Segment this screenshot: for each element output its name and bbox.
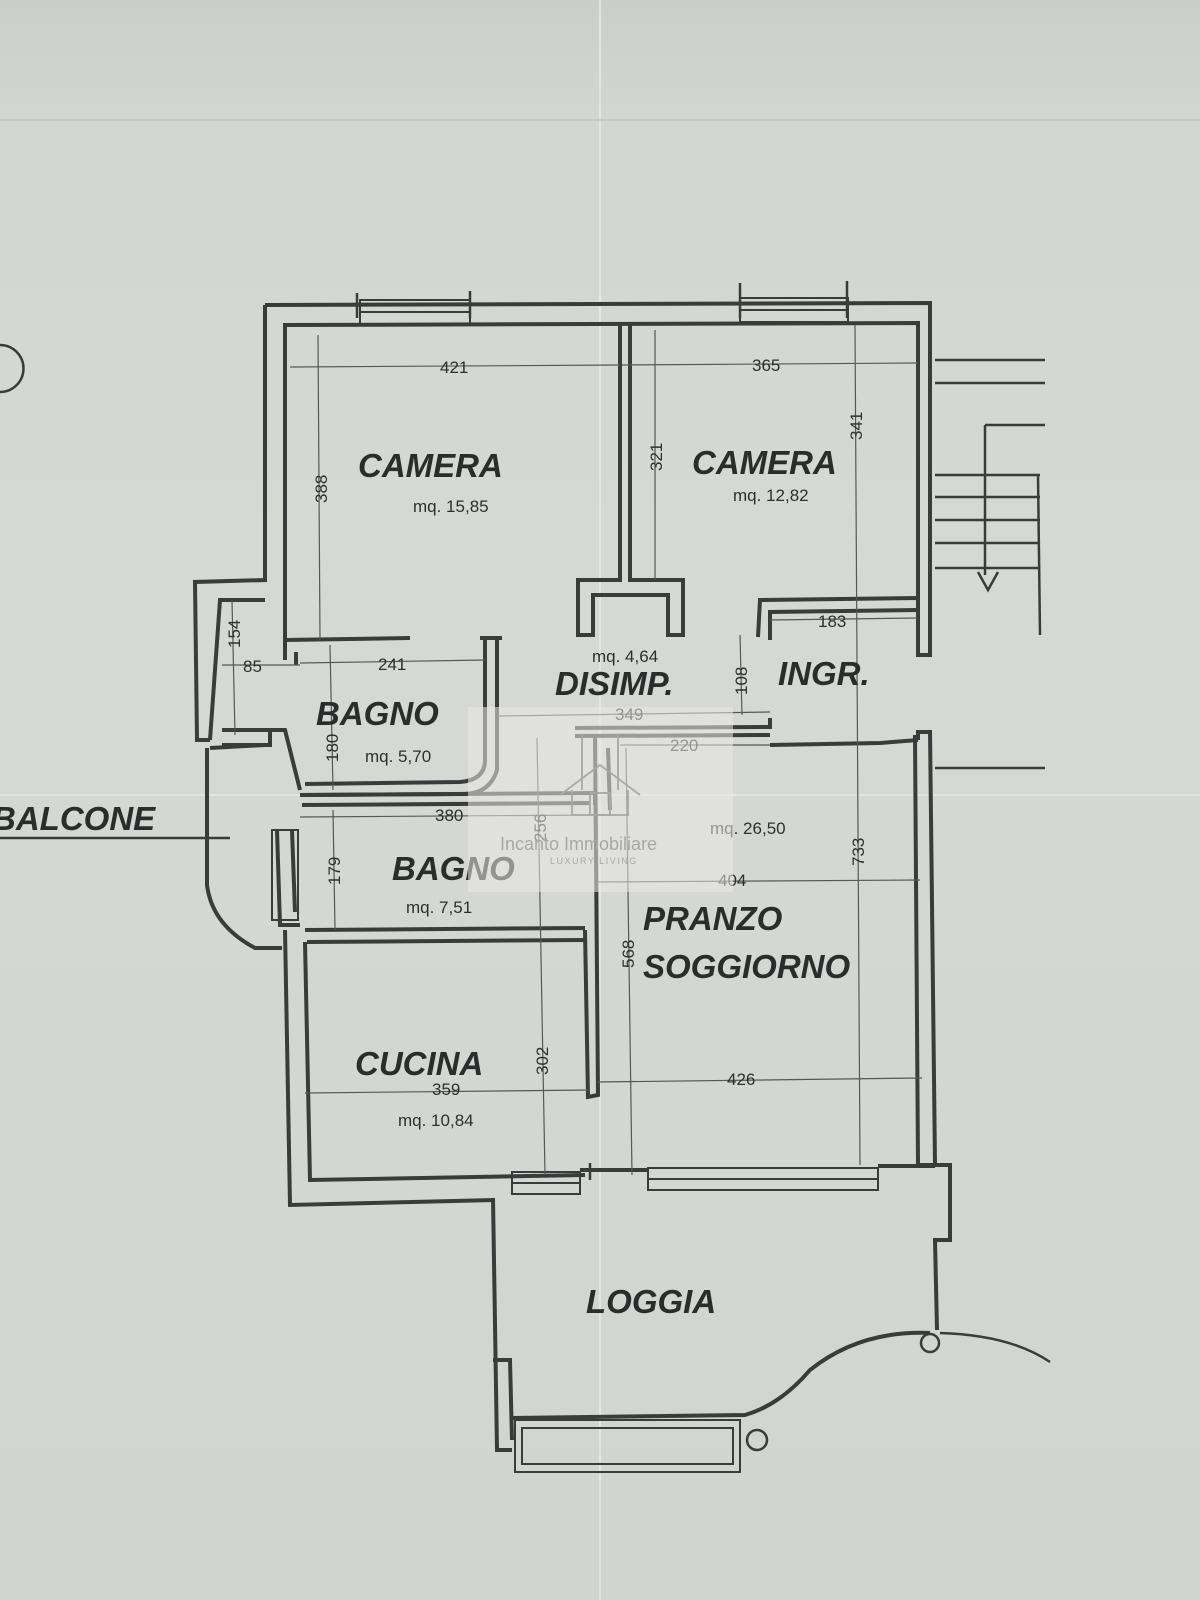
watermark-brand: Incanto Immobiliare bbox=[500, 834, 657, 854]
dim-camera2-width: 365 bbox=[752, 356, 780, 375]
house-logo-icon bbox=[559, 735, 641, 816]
staircase bbox=[935, 358, 1045, 770]
room-soggiorno-name-line2: SOGGIORNO bbox=[643, 948, 851, 985]
room-ingr-name: INGR. bbox=[778, 655, 870, 692]
dim-bagno-small-height: 154 bbox=[225, 620, 244, 648]
room-soggiorno-name-line1: PRANZO bbox=[643, 900, 783, 937]
watermark: Incanto Immobiliare LUXURY LIVING bbox=[468, 707, 733, 892]
watermark-panel bbox=[468, 707, 733, 892]
bottom-windows bbox=[511, 1163, 935, 1195]
room-disimp-name: DISIMP. bbox=[555, 665, 674, 702]
room-balcone-name: BALCONE bbox=[0, 800, 156, 837]
loggia-outline bbox=[491, 1197, 1051, 1473]
watermark-tagline: LUXURY LIVING bbox=[550, 856, 638, 866]
dim-camera1-height: 388 bbox=[312, 475, 331, 503]
room-camera-2-name: CAMERA bbox=[692, 444, 837, 481]
dim-camera2-inner-height: 321 bbox=[647, 443, 666, 471]
room-bagno-1-name: BAGNO bbox=[316, 695, 439, 732]
outer-walls bbox=[192, 300, 952, 1354]
dim-soggiorno-inner-height: 568 bbox=[619, 940, 638, 968]
dim-cucina-width: 359 bbox=[432, 1080, 460, 1099]
dim-bagno2-height: 179 bbox=[325, 857, 344, 885]
room-bagno-1-area: mq. 5,70 bbox=[365, 747, 431, 766]
room-bagno-2-area: mq. 7,51 bbox=[406, 898, 472, 917]
room-camera-1-name: CAMERA bbox=[358, 447, 503, 484]
dim-soggiorno-lower-width: 426 bbox=[727, 1070, 755, 1089]
room-labels: CAMERA mq. 15,85 CAMERA mq. 12,82 mq. 4,… bbox=[0, 444, 870, 1320]
dim-bagno1-width: 241 bbox=[378, 655, 406, 674]
dim-bagno2-width: 380 bbox=[435, 806, 463, 825]
dim-cucina-height: 302 bbox=[533, 1047, 552, 1075]
room-camera-1-area: mq. 15,85 bbox=[413, 497, 489, 516]
balcone-outline bbox=[0, 743, 282, 950]
dim-bagno-small-width: 85 bbox=[243, 657, 262, 676]
dim-camera2-height: 341 bbox=[847, 412, 866, 440]
room-cucina-area: mq. 10,84 bbox=[398, 1111, 474, 1130]
room-camera-2-area: mq. 12,82 bbox=[733, 486, 809, 505]
dim-ingr-width: 183 bbox=[818, 612, 846, 631]
top-windows bbox=[355, 281, 849, 325]
dim-camera1-width: 421 bbox=[440, 358, 468, 377]
dim-ingr-height: 108 bbox=[732, 667, 751, 695]
room-loggia-name: LOGGIA bbox=[586, 1283, 716, 1320]
room-disimp-area: mq. 4,64 bbox=[592, 647, 658, 666]
cut-off-symbol bbox=[0, 343, 25, 394]
dim-bagno1-height: 180 bbox=[323, 734, 342, 762]
room-cucina-name: CUCINA bbox=[355, 1045, 483, 1082]
dim-soggiorno-height: 733 bbox=[849, 838, 868, 866]
